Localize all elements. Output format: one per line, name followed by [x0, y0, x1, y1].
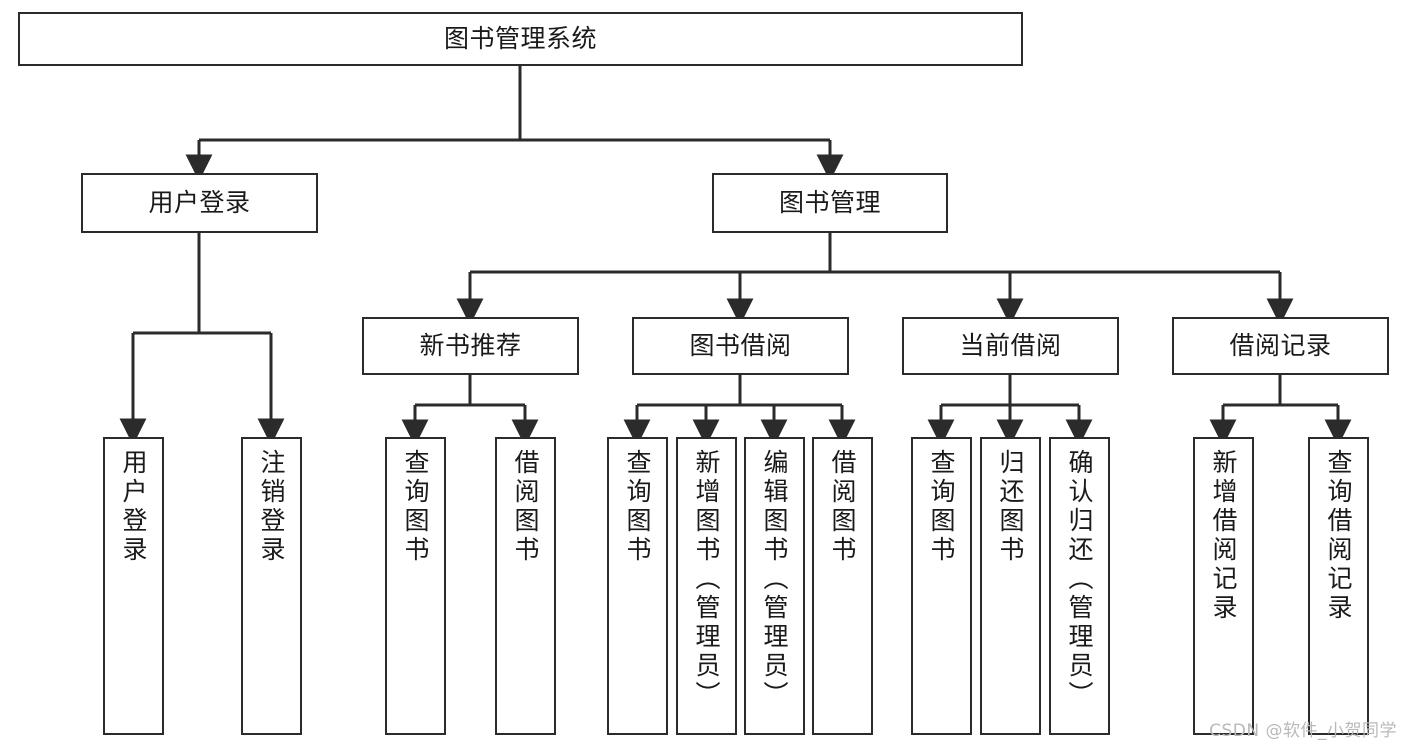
- node-leaf-query-book-2[interactable]: 查询图书: [607, 437, 668, 735]
- node-leaf-add-book[interactable]: 新增图书（管理员）: [676, 437, 737, 735]
- node-leaf-borrow-book-2[interactable]: 借阅图书: [812, 437, 873, 735]
- node-leaf-query-book-3-label: 查询图书: [927, 449, 956, 565]
- node-leaf-borrow-book-2-label: 借阅图书: [828, 449, 857, 565]
- node-new-book-recommend-label: 新书推荐: [419, 331, 522, 361]
- node-leaf-add-record-label: 新增借阅记录: [1209, 449, 1238, 623]
- node-leaf-query-record-label: 查询借阅记录: [1324, 449, 1353, 623]
- node-new-book-recommend[interactable]: 新书推荐: [362, 317, 579, 375]
- node-leaf-add-book-label: 新增图书（管理员）: [692, 449, 721, 710]
- node-leaf-add-record[interactable]: 新增借阅记录: [1193, 437, 1254, 735]
- node-user-login-label: 用户登录: [148, 188, 251, 218]
- node-leaf-confirm-return[interactable]: 确认归还（管理员）: [1049, 437, 1110, 735]
- node-book-borrow[interactable]: 图书借阅: [632, 317, 849, 375]
- node-leaf-confirm-return-label: 确认归还（管理员）: [1065, 449, 1094, 710]
- node-leaf-edit-book-label: 编辑图书（管理员）: [760, 449, 789, 710]
- csdn-watermark: CSDN @软件_小贺同学: [1209, 721, 1397, 741]
- node-leaf-logout-login-label: 注销登录: [257, 449, 286, 565]
- node-book-manage-label: 图书管理: [778, 188, 881, 218]
- node-root-label: 图书管理系统: [443, 24, 597, 54]
- node-root[interactable]: 图书管理系统: [18, 12, 1023, 66]
- node-leaf-query-record[interactable]: 查询借阅记录: [1308, 437, 1369, 735]
- node-leaf-borrow-book-1[interactable]: 借阅图书: [495, 437, 556, 735]
- node-leaf-query-book-3[interactable]: 查询图书: [911, 437, 972, 735]
- node-current-borrow-label: 当前借阅: [959, 331, 1062, 361]
- node-leaf-edit-book[interactable]: 编辑图书（管理员）: [744, 437, 805, 735]
- node-leaf-query-book-2-label: 查询图书: [623, 449, 652, 565]
- node-leaf-query-book-1[interactable]: 查询图书: [385, 437, 446, 735]
- node-user-login[interactable]: 用户登录: [81, 173, 318, 233]
- node-book-borrow-label: 图书借阅: [689, 331, 792, 361]
- node-leaf-borrow-book-1-label: 借阅图书: [511, 449, 540, 565]
- node-borrow-record[interactable]: 借阅记录: [1172, 317, 1389, 375]
- node-leaf-query-book-1-label: 查询图书: [401, 449, 430, 565]
- node-leaf-logout-login[interactable]: 注销登录: [241, 437, 302, 735]
- node-book-manage[interactable]: 图书管理: [712, 173, 948, 233]
- node-leaf-return-book-label: 归还图书: [996, 449, 1025, 565]
- node-current-borrow[interactable]: 当前借阅: [902, 317, 1119, 375]
- node-leaf-return-book[interactable]: 归还图书: [980, 437, 1041, 735]
- node-borrow-record-label: 借阅记录: [1229, 331, 1332, 361]
- node-leaf-user-login-label: 用户登录: [119, 449, 148, 565]
- node-leaf-user-login[interactable]: 用户登录: [103, 437, 164, 735]
